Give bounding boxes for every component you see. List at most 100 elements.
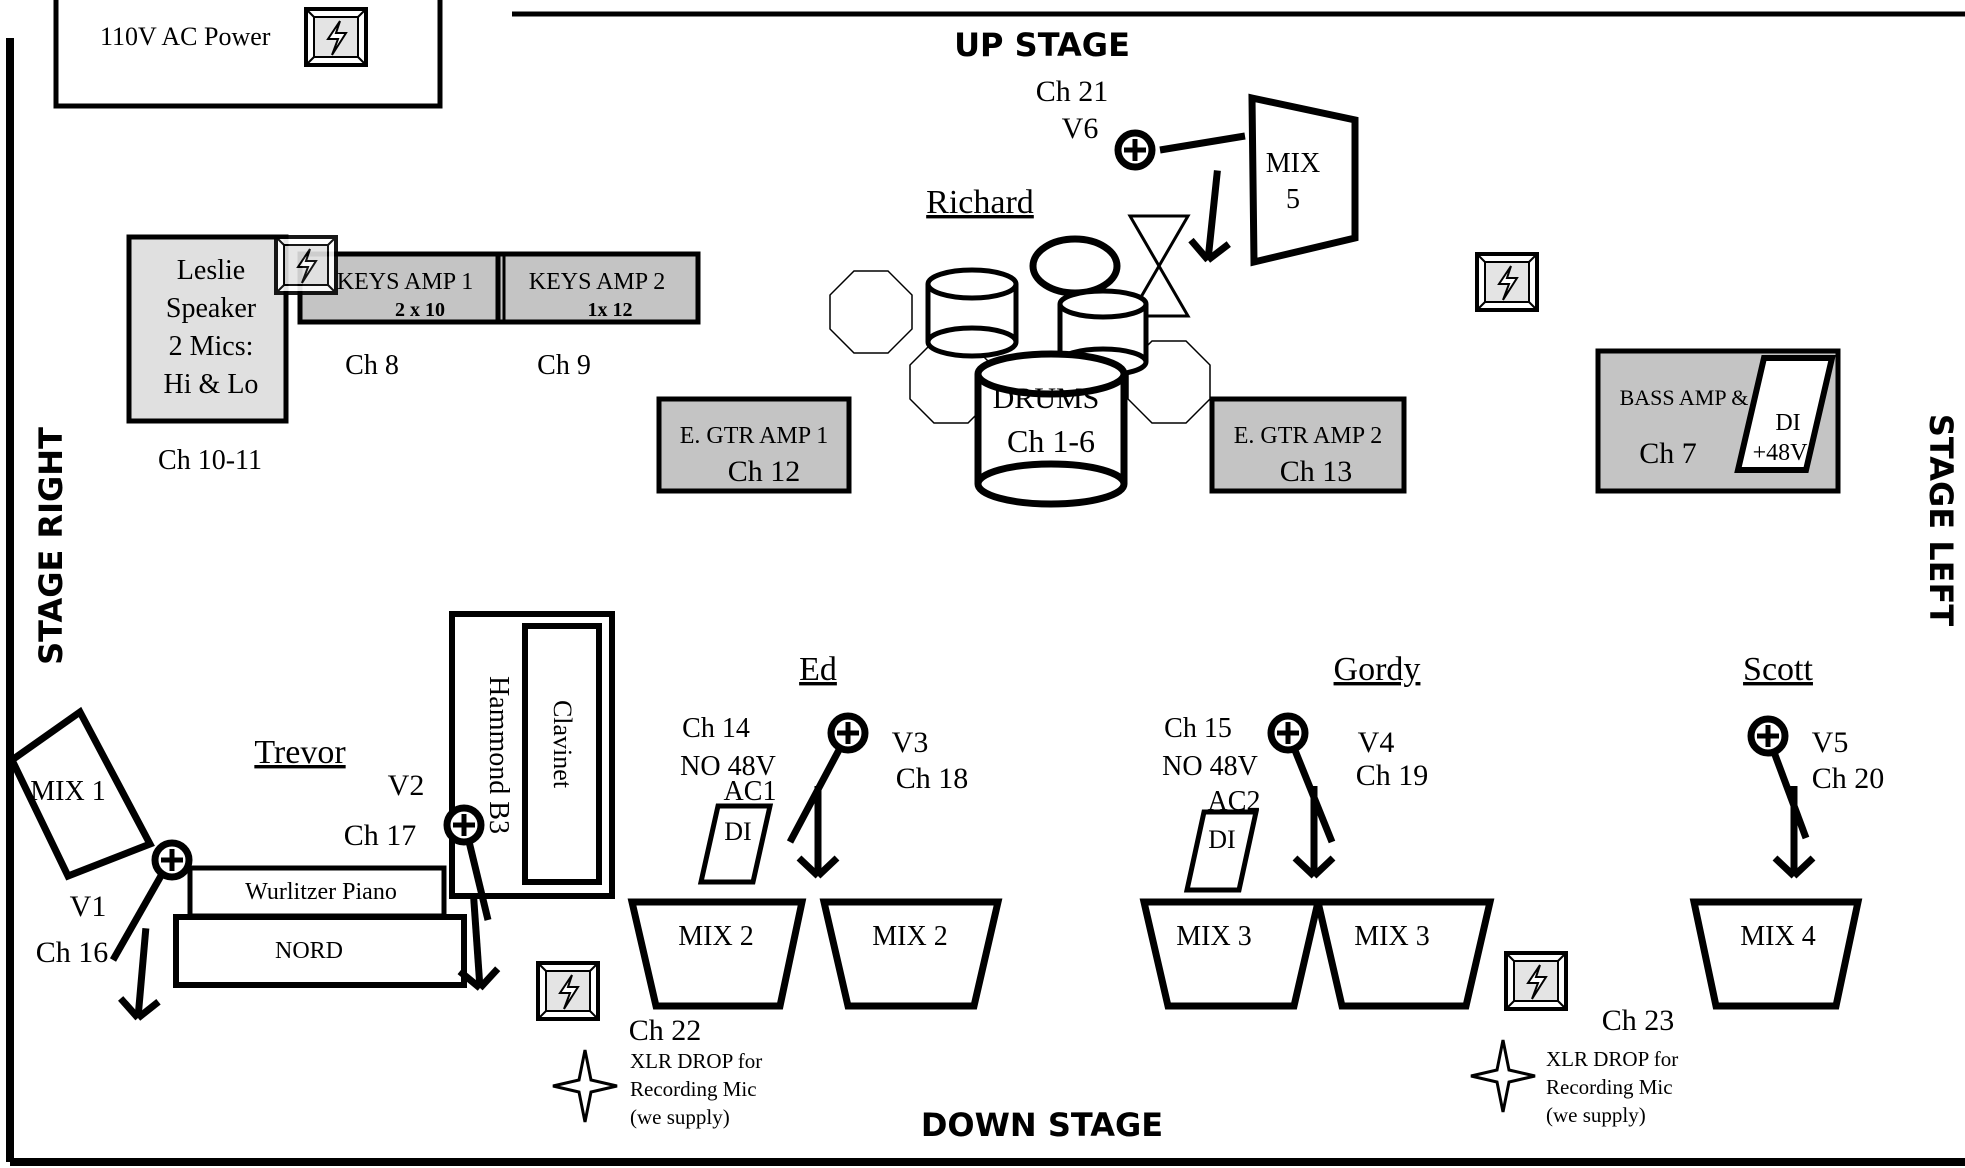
- vocal-trevor-v1-channel: Ch 16: [36, 936, 109, 969]
- vocal-gordy: V4 Ch 19: [1271, 716, 1428, 876]
- wedge-mix-3-left: MIX 3: [1139, 898, 1323, 1010]
- acoustic-ed-channel: Ch 14: [682, 713, 750, 744]
- kick-drum: [974, 350, 1128, 508]
- guitar-amp-2-channel: Ch 13: [1280, 455, 1353, 488]
- keys-amp-2-size: 1x 12: [588, 299, 633, 321]
- guitar-amp-2: E. GTR AMP 2 Ch 13: [1209, 396, 1407, 494]
- wedge-mix-4-label: MIX 4: [1740, 921, 1815, 952]
- acoustic-ed-power: NO 48V: [680, 751, 776, 782]
- acoustic-gordy-channel: Ch 15: [1164, 713, 1232, 744]
- bass-amp: BASS AMP & Ch 7 DI +48V: [1595, 348, 1841, 494]
- acoustic-gordy: Ch 15 NO 48V AC2 DI: [1162, 713, 1260, 893]
- vocal-trevor-v2-channel: Ch 17: [344, 819, 417, 852]
- vocal-trevor-v2: V2 Ch 17: [344, 769, 499, 989]
- keys-amp-1-label: KEYS AMP 1: [337, 269, 473, 295]
- xlr-drop-right-channel: Ch 23: [1602, 1004, 1675, 1037]
- bass-di-power: +48V: [1753, 440, 1809, 466]
- keys-amp-1-size: 2 x 10: [395, 299, 445, 321]
- vocal-ed: V3 Ch 18: [786, 716, 969, 876]
- guitar-amp-1: E. GTR AMP 1 Ch 12: [656, 396, 852, 494]
- stage-right-label: STAGE RIGHT: [32, 427, 70, 665]
- power-outlet-icon: [304, 7, 368, 67]
- musician-gordy: Gordy: [1334, 651, 1421, 688]
- power-outlet-icon: [274, 235, 338, 295]
- stage-left-label: STAGE LEFT: [1922, 414, 1960, 627]
- xlr-drop-left-channel: Ch 22: [629, 1014, 702, 1047]
- guitar-amp-2-label: E. GTR AMP 2: [1234, 423, 1382, 449]
- mic-stand-icon: [1189, 169, 1236, 262]
- bass-di-label: DI: [1775, 410, 1800, 436]
- vocal-gordy-channel: Ch 19: [1356, 759, 1429, 792]
- musician-scott: Scott: [1743, 651, 1813, 688]
- nord-label: NORD: [275, 938, 343, 964]
- wurlitzer-piano: Wurlitzer Piano: [187, 865, 447, 919]
- drum-kit: DRUMS Ch 1-6: [829, 214, 1211, 508]
- musician-ed: Ed: [799, 651, 837, 688]
- xlr-drop-right-line2: Recording Mic: [1546, 1075, 1673, 1099]
- vocal-ed-channel: Ch 18: [896, 762, 969, 795]
- drums-channel: Ch 1-6: [1007, 423, 1095, 459]
- snare-drum: [1029, 235, 1121, 297]
- vocal-trevor-v2-id: V2: [388, 769, 425, 802]
- drums-label: DRUMS: [993, 382, 1100, 415]
- vocal-richard-channel: Ch 21: [1036, 75, 1109, 108]
- mix-1-label: MIX 1: [30, 776, 105, 807]
- mix-5-monitor: MIX 5: [1248, 93, 1359, 267]
- power-legend-label: 110V AC Power: [100, 22, 271, 51]
- microphone-icon: [1751, 719, 1785, 753]
- up-stage-label: UP STAGE: [954, 26, 1130, 64]
- wedge-mix-3-left-label: MIX 3: [1176, 921, 1251, 952]
- vocal-scott-channel: Ch 20: [1812, 762, 1885, 795]
- xlr-drop-star-icon: [551, 1048, 619, 1124]
- acoustic-ed-di: DI: [724, 817, 751, 846]
- microphone-icon: [155, 843, 189, 877]
- nord-keyboard: NORD: [173, 914, 467, 988]
- power-legend: 110V AC Power: [53, 0, 443, 109]
- wedge-mix-3-right: MIX 3: [1313, 898, 1495, 1010]
- mic-stand-icon: [1775, 786, 1813, 876]
- down-stage-label: DOWN STAGE: [921, 1106, 1163, 1144]
- keys-amp-2-label: KEYS AMP 2: [529, 269, 665, 295]
- wedge-mix-2-left-label: MIX 2: [678, 921, 753, 952]
- vocal-ed-id: V3: [892, 726, 929, 759]
- microphone-icon: [1118, 133, 1152, 167]
- vocal-scott: V5 Ch 20: [1751, 719, 1884, 876]
- guitar-amp-1-channel: Ch 12: [728, 455, 801, 488]
- vocal-trevor-v1: V1 Ch 16: [36, 843, 189, 1020]
- xlr-drop-left-line1: XLR DROP for: [630, 1049, 762, 1073]
- bass-amp-label: BASS AMP &: [1620, 385, 1749, 410]
- leslie-label-line3: 2 Mics:: [169, 331, 254, 362]
- leslie-label-line1: Leslie: [177, 255, 245, 286]
- xlr-drop-left-line3: (we supply): [630, 1105, 730, 1129]
- leslie-speaker: Leslie Speaker 2 Mics: Hi & Lo Ch 10-11: [126, 234, 289, 476]
- keys-amp-2: KEYS AMP 2 1x 12 Ch 9: [495, 251, 701, 381]
- keys-amp-2-channel: Ch 9: [537, 350, 591, 381]
- vocal-scott-id: V5: [1812, 726, 1849, 759]
- power-outlet-icon: [1475, 252, 1539, 312]
- bass-amp-channel: Ch 7: [1639, 437, 1697, 470]
- hammond-label: Hammond B3: [483, 676, 514, 834]
- acoustic-ed: Ch 14 NO 48V AC1 DI: [680, 713, 776, 885]
- rack-tom: [925, 267, 1019, 359]
- wedge-mix-3-right-label: MIX 3: [1354, 921, 1429, 952]
- acoustic-gordy-power: NO 48V: [1162, 751, 1258, 782]
- clavinet-label: Clavinet: [548, 700, 577, 789]
- wedge-mix-2-right: MIX 2: [819, 898, 1003, 1010]
- mic-stand-icon: [799, 786, 837, 876]
- microphone-icon: [831, 716, 865, 750]
- xlr-drop-left: Ch 22 XLR DROP for Recording Mic (we sup…: [551, 1014, 762, 1129]
- mix-5-label-line2: 5: [1286, 184, 1300, 215]
- guitar-amp-1-label: E. GTR AMP 1: [680, 423, 828, 449]
- vocal-gordy-id: V4: [1358, 726, 1395, 759]
- power-outlet-icon: [536, 961, 600, 1021]
- xlr-drop-right-line3: (we supply): [1546, 1103, 1646, 1127]
- xlr-drop-left-line2: Recording Mic: [630, 1077, 757, 1101]
- power-outlet-icon: [1504, 951, 1568, 1011]
- wurlitzer-label: Wurlitzer Piano: [245, 879, 397, 905]
- microphone-icon: [1271, 716, 1305, 750]
- floor-tom: [1057, 288, 1149, 378]
- musician-richard: Richard: [926, 184, 1034, 221]
- vocal-richard: Ch 21 V6: [1036, 75, 1246, 262]
- vocal-trevor-v1-id: V1: [70, 890, 107, 923]
